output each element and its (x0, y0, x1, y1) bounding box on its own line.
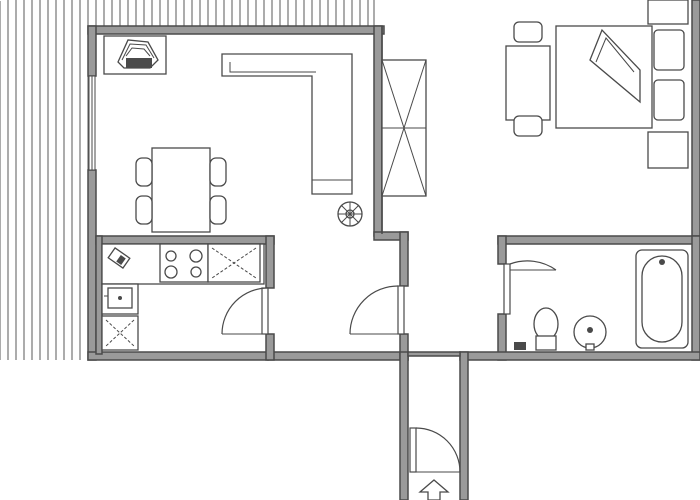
kitchen-sink (101, 283, 139, 315)
toilet (514, 307, 559, 351)
entrance-arrow-icon (418, 479, 450, 500)
walls (87, 0, 700, 500)
living-door (349, 285, 405, 335)
bed (555, 25, 685, 129)
bathtub (635, 249, 689, 349)
bathroom-door (503, 260, 557, 315)
kettle-icon (107, 247, 131, 269)
washing-machine (101, 315, 139, 351)
l-shaped-sofa (221, 53, 353, 195)
spiral-stair (337, 201, 363, 227)
desk (505, 21, 551, 137)
entrance-door (409, 427, 461, 473)
washbasin (573, 315, 607, 351)
wardrobe-window (381, 59, 427, 197)
nightstands (647, 0, 689, 169)
dining-table (135, 147, 227, 233)
kitchen-door (221, 287, 269, 335)
armchair-terrace (103, 35, 167, 75)
kitchen-counter (101, 243, 265, 285)
